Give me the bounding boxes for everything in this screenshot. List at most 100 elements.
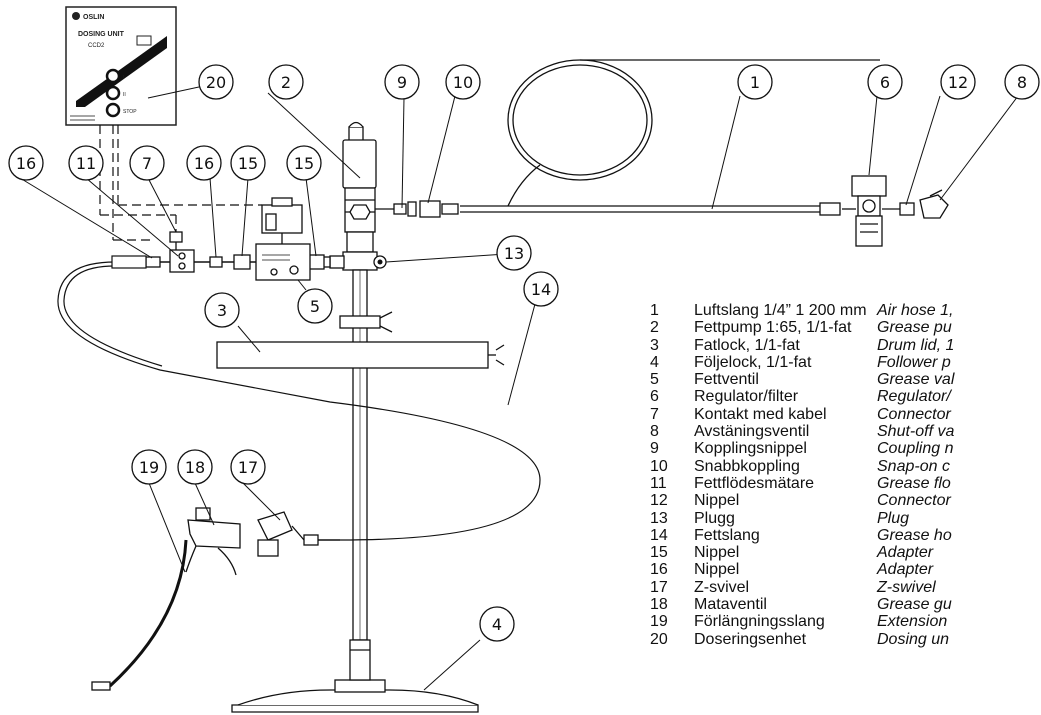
part-name-english: Snap-on c — [877, 457, 950, 475]
part-name-english: Adapter — [877, 544, 934, 562]
part-name-english: Air hose 1, — [877, 302, 954, 319]
grease-pump — [315, 121, 394, 641]
part-name-english: Drum lid, 1 — [877, 336, 955, 354]
svg-text:15: 15 — [238, 154, 258, 173]
part-name-swedish: Kontakt med kabel — [694, 405, 827, 423]
part-name-swedish: Nippel — [694, 561, 740, 579]
svg-text:10: 10 — [453, 73, 473, 92]
panel-button-1[interactable] — [105, 68, 121, 84]
dosing-unit-panel: OSLIN DOSING UNIT CCD2 I II STOP — [65, 6, 177, 126]
callout-19: 19 — [131, 449, 167, 485]
svg-text:12: 12 — [948, 73, 968, 92]
callout-14: 14 — [523, 271, 559, 307]
svg-text:20: 20 — [206, 73, 226, 92]
callout-2: 2 — [268, 64, 304, 100]
svg-text:1: 1 — [750, 73, 760, 92]
svg-text:2: 2 — [281, 73, 291, 92]
part-name-english: Grease val — [877, 371, 955, 389]
part-name-swedish: Nippel — [694, 492, 740, 510]
part-number: 14 — [650, 526, 668, 544]
callout-13: 13 — [496, 235, 532, 271]
part-number: 1 — [650, 302, 659, 319]
callout-bubbles: 1 2 3 4 5 6 7 8 9 10 11 12 13 14 15 15 1… — [8, 64, 1040, 642]
part-name-english: Connector — [877, 405, 951, 423]
callout-10: 10 — [445, 64, 481, 100]
callout-12: 12 — [940, 64, 976, 100]
part-number: 15 — [650, 544, 668, 562]
callout-16a: 16 — [8, 145, 44, 181]
part-name-english: Plug — [877, 509, 910, 527]
part-name-swedish: Fettventil — [694, 371, 759, 389]
part-name-swedish: Följelock, 1/1-fat — [694, 353, 812, 371]
panel-title: DOSING UNIT — [78, 31, 125, 38]
part-name-swedish: Fettpump 1:65, 1/1-fat — [694, 319, 852, 337]
svg-text:3: 3 — [217, 301, 227, 320]
air-supply — [393, 59, 949, 247]
part-name-swedish: Plugg — [694, 509, 735, 527]
part-number: 13 — [650, 509, 668, 527]
part-name-english: Coupling n — [877, 440, 954, 458]
svg-text:18: 18 — [185, 458, 205, 477]
part-number: 6 — [650, 388, 659, 406]
grease-hose — [57, 255, 541, 541]
callout-3: 3 — [204, 292, 240, 328]
part-number: 11 — [650, 474, 667, 492]
part-name-swedish: Z-svivel — [694, 578, 750, 596]
part-name-swedish: Fatlock, 1/1-fat — [694, 336, 800, 354]
control-cables — [99, 125, 262, 241]
part-number: 3 — [650, 336, 659, 354]
part-number: 2 — [650, 319, 659, 337]
part-name-english: Grease ho — [877, 526, 952, 544]
panel-brand: OSLIN — [83, 14, 104, 21]
parts-list-row: 13 Plugg Plug — [650, 510, 1041, 527]
part-name-english: Extension — [877, 613, 948, 631]
panel-button-label-2: II — [123, 92, 126, 98]
svg-text:11: 11 — [76, 154, 96, 173]
part-name-english: Regulator/ — [877, 388, 951, 406]
svg-text:15: 15 — [294, 154, 314, 173]
svg-text:13: 13 — [504, 244, 524, 263]
parts-list-row: 3 Fatlock, 1/1-fat Drum lid, 1 — [650, 337, 1041, 354]
svg-text:5: 5 — [310, 297, 320, 316]
svg-text:4: 4 — [492, 615, 502, 634]
part-name-swedish: Luftslang 1/4” 1 200 mm — [694, 302, 867, 319]
callout-9: 9 — [384, 64, 420, 100]
part-name-english: Dosing un — [877, 630, 950, 648]
callout-11: 11 — [68, 145, 104, 181]
part-name-swedish: Kopplingsnippel — [694, 440, 807, 458]
parts-list-row: 9 Kopplingsnippel Coupling n — [650, 440, 1041, 457]
panel-stop-button[interactable] — [105, 102, 121, 118]
part-number: 16 — [650, 561, 668, 579]
drum-lid — [216, 341, 505, 369]
svg-text:8: 8 — [1017, 73, 1027, 92]
parts-list-row: 7 Kontakt med kabel Connector — [650, 406, 1041, 423]
part-name-swedish: Fettflödesmätare — [694, 474, 815, 492]
part-number: 7 — [650, 405, 659, 423]
panel-model: CCD2 — [88, 43, 105, 49]
svg-text:6: 6 — [880, 73, 890, 92]
callout-15b: 15 — [286, 145, 322, 181]
svg-text:16: 16 — [194, 154, 214, 173]
grease-gun — [91, 507, 340, 691]
part-name-swedish: Doseringsenhet — [694, 630, 807, 648]
part-number: 9 — [650, 440, 659, 458]
part-number: 19 — [650, 613, 668, 631]
callout-8: 8 — [1004, 64, 1040, 100]
part-name-swedish: Avstäningsventil — [694, 423, 810, 441]
svg-text:16: 16 — [16, 154, 36, 173]
panel-button-2[interactable] — [105, 85, 121, 101]
svg-text:7: 7 — [142, 154, 152, 173]
